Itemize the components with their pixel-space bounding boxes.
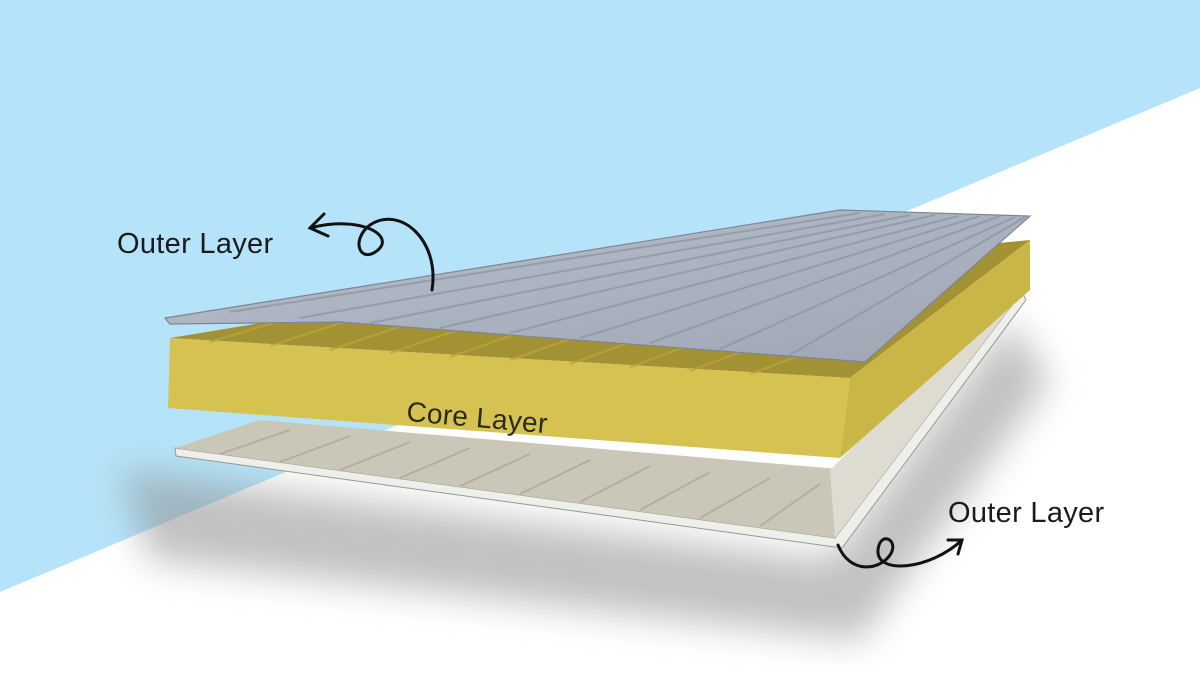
top-outer-layer-label: Outer Layer [117, 228, 274, 260]
top-arrowhead-icon [307, 212, 330, 238]
top-curly-arrow-icon [308, 217, 435, 292]
bottom-outer-sheet [174, 290, 1027, 549]
top-outer-sheet [163, 209, 1032, 363]
bottom-outer-layer-label: Outer Layer [948, 497, 1105, 529]
bottom-curly-arrow-icon [836, 537, 964, 569]
bottom-arrowhead-icon [946, 538, 964, 556]
panel-shadow [120, 320, 1050, 640]
